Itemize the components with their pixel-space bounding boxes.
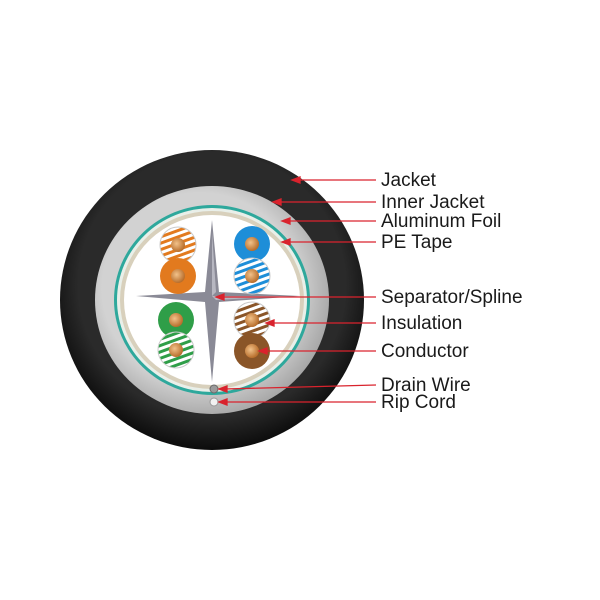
- wire-orange: [160, 258, 196, 294]
- label-separator-spline: Separator/Spline: [381, 287, 523, 308]
- label-pe-tape: PE Tape: [381, 232, 452, 253]
- leader-pe-tape: [280, 238, 376, 246]
- leader-inner-jacket: [271, 198, 376, 206]
- label-insulation: Insulation: [381, 313, 462, 334]
- leader-conductor: [257, 347, 376, 355]
- leader-lines: [214, 176, 377, 406]
- leader-jacket: [290, 176, 376, 184]
- wire-green: [158, 302, 194, 338]
- leader-separator: [214, 293, 376, 301]
- pair-orange: [159, 226, 197, 294]
- label-inner-jacket: Inner Jacket: [381, 192, 485, 213]
- wire-blue: [234, 226, 270, 262]
- pair-brown: [233, 301, 271, 369]
- wire-blue-white: [233, 257, 271, 295]
- leader-insulation: [264, 319, 376, 327]
- rip-cord: [209, 397, 219, 407]
- leader-drain-wire: [217, 384, 377, 393]
- leader-aluminum-foil: [280, 217, 376, 225]
- label-aluminum-foil: Aluminum Foil: [381, 211, 501, 232]
- wire-brown: [234, 333, 270, 369]
- wire-brown-white: [233, 301, 271, 339]
- wire-green-white: [157, 331, 195, 369]
- label-rip-cord: Rip Cord: [381, 392, 456, 413]
- pair-blue: [233, 226, 271, 295]
- label-conductor: Conductor: [381, 341, 469, 362]
- leader-rip-cord: [217, 398, 376, 406]
- label-drain-wire: Drain Wire: [381, 375, 471, 396]
- wire-orange-white: [159, 226, 197, 264]
- label-jacket: Jacket: [381, 170, 437, 191]
- drain-wire: [209, 384, 219, 394]
- pair-green: [157, 302, 195, 369]
